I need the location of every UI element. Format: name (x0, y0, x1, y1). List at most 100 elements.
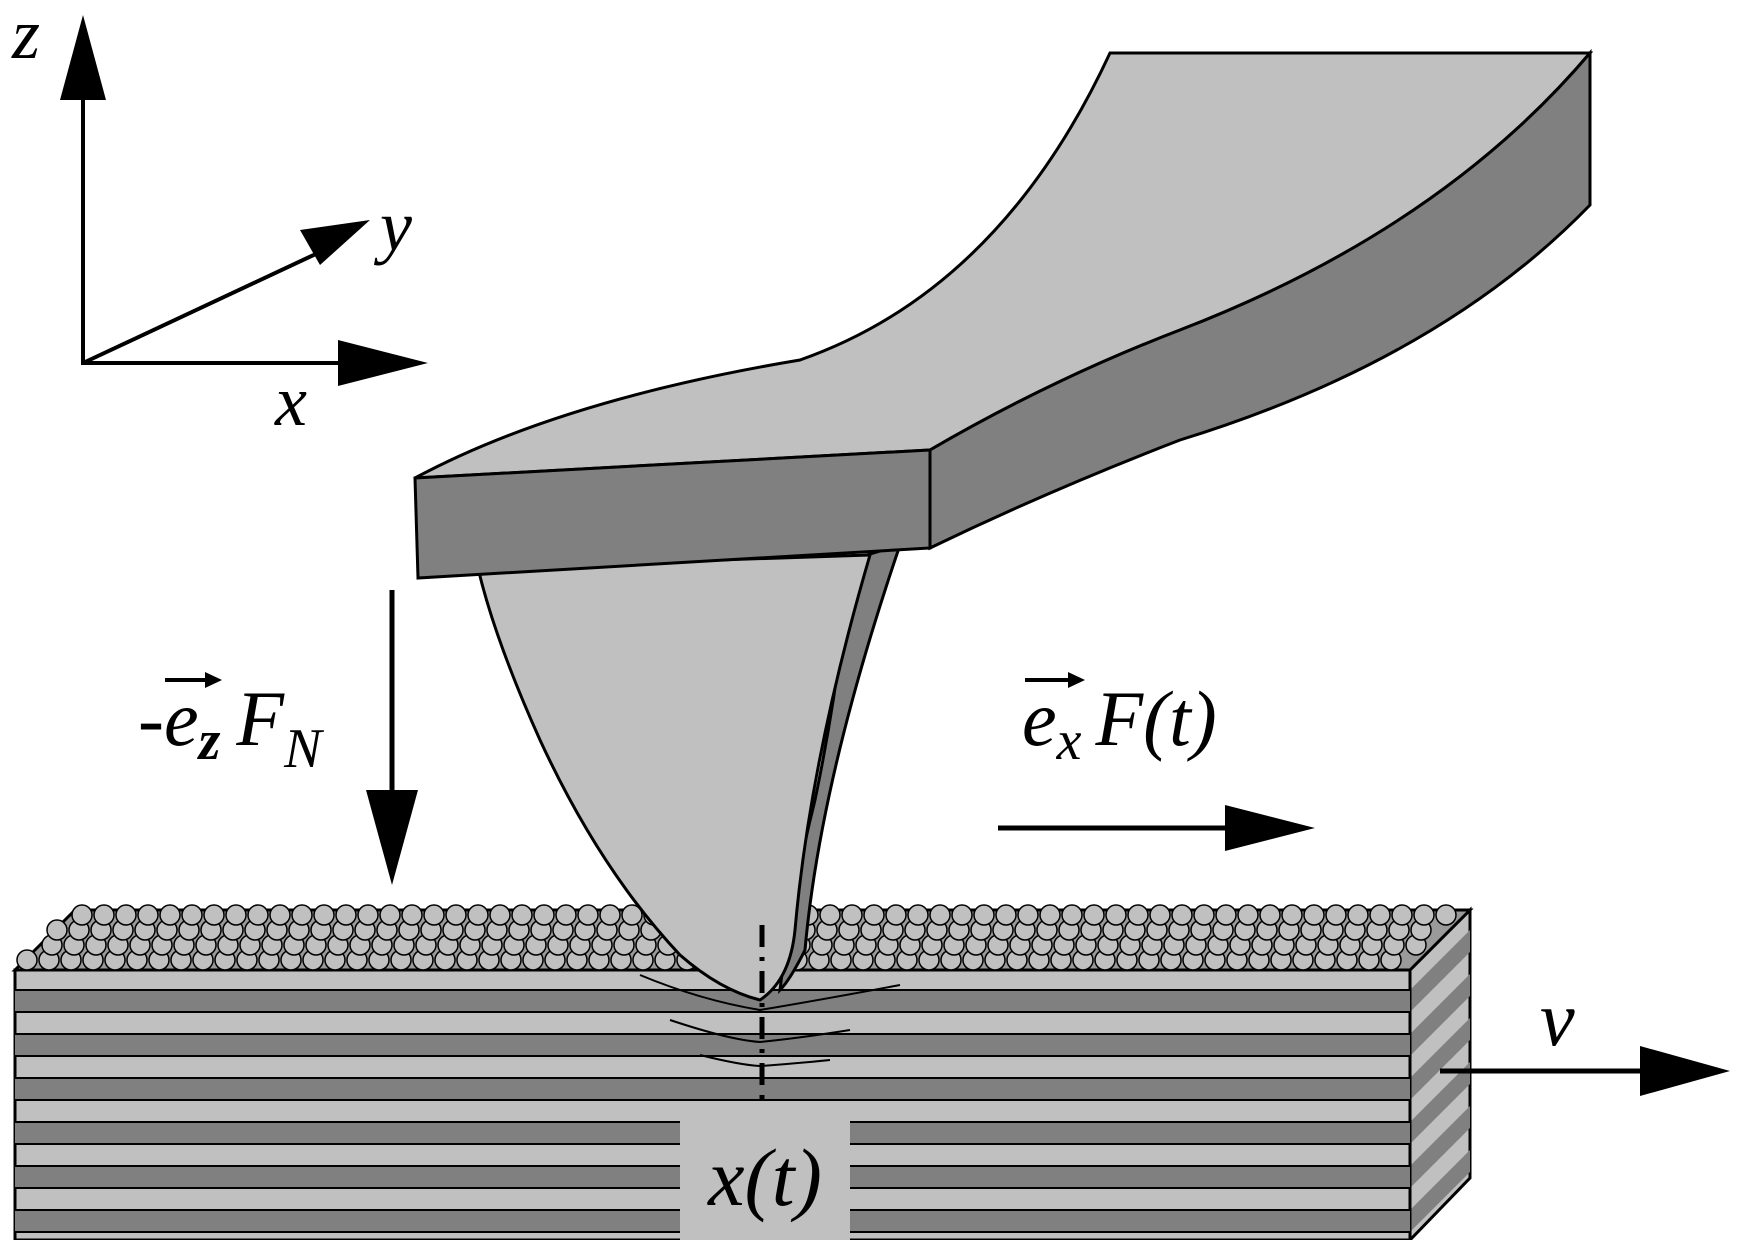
lateral-force-arrowhead (1225, 805, 1315, 851)
surface-atom (1303, 904, 1325, 926)
surface-atom (291, 904, 313, 926)
tip-front-face (476, 553, 873, 1002)
substrate-dark-layer (15, 990, 1410, 1012)
surface-atom (1061, 904, 1083, 926)
velocity-label: v (1540, 975, 1575, 1062)
normal-force-prefix: - (138, 675, 164, 762)
coordinate-axes: z y x (11, 0, 428, 441)
normal-force-vector-hook (205, 672, 222, 688)
normal-force-vector: e (164, 675, 199, 762)
surface-atom (1347, 904, 1369, 926)
surface-atom (467, 904, 489, 926)
surface-atom (489, 904, 511, 926)
surface-atom (379, 904, 401, 926)
surface-atom (313, 904, 335, 926)
substrate-side-dark-layer (1410, 1062, 1470, 1144)
substrate-side-stripes (1410, 930, 1470, 1232)
surface-atom (863, 904, 885, 926)
x-axis-label: x (274, 361, 307, 441)
position-label: x(t) (707, 1132, 822, 1223)
surface-atom (929, 904, 951, 926)
surface-atom (995, 904, 1017, 926)
surface-atom (445, 904, 467, 926)
surface-atom (511, 904, 533, 926)
afm-tip (476, 542, 903, 1002)
surface-atom (1105, 904, 1127, 926)
surface-atom (93, 904, 115, 926)
substrate-side-dark-layer (1410, 1106, 1470, 1188)
surface-atom (1127, 904, 1149, 926)
position-label-box: x(t) (680, 1105, 850, 1240)
surface-atom (1017, 904, 1039, 926)
surface-atom (1259, 904, 1281, 926)
surface-atom (1193, 904, 1215, 926)
surface-atom (115, 904, 137, 926)
surface-atom (1149, 904, 1171, 926)
surface-atom (16, 949, 38, 971)
surface-atom (1281, 904, 1303, 926)
surface-atom (203, 904, 225, 926)
surface-atom (819, 904, 841, 926)
cantilever-side-face (928, 48, 1592, 551)
surface-atom (46, 919, 68, 941)
surface-atom (423, 904, 445, 926)
lateral-force-vector: e (1022, 675, 1057, 762)
surface-atom (247, 904, 269, 926)
surface-atom (181, 904, 203, 926)
surface-atom (1083, 904, 1105, 926)
surface-atom (1325, 904, 1347, 926)
surface-atom (841, 904, 863, 926)
surface-atom (599, 904, 621, 926)
surface-atom (71, 904, 93, 926)
tip-shadow-face (778, 542, 903, 995)
z-axis-arrowhead (60, 15, 106, 100)
z-axis-label: z (11, 0, 40, 74)
substrate-side-dark-layer (1410, 1150, 1470, 1232)
normal-force-sub: N (283, 718, 324, 780)
normal-force-symbol: F (235, 675, 285, 762)
substrate-side-dark-layer (1410, 974, 1470, 1056)
lateral-force-vector-sub: x (1056, 710, 1082, 772)
surface-atom (555, 904, 577, 926)
substrate-dark-layer (15, 1034, 1410, 1056)
surface-atom (1171, 904, 1193, 926)
substrate-side-face (1408, 906, 1472, 1244)
surface-atom (973, 904, 995, 926)
surface-atom (1391, 904, 1413, 926)
y-axis-arrowhead (300, 220, 370, 265)
surface-atom (159, 904, 181, 926)
surface-atom (533, 904, 555, 926)
cantilever (413, 48, 1594, 580)
surface-atom (401, 904, 423, 926)
surface-atom (1237, 904, 1259, 926)
surface-atom (907, 904, 929, 926)
surface-atom (621, 904, 643, 926)
surface-atom (951, 904, 973, 926)
substrate-dark-layer (15, 1078, 1410, 1100)
surface-atom (1215, 904, 1237, 926)
surface-atom (137, 904, 159, 926)
lateral-force-vector-hook (1068, 672, 1085, 688)
surface-atom (1039, 904, 1061, 926)
normal-force-vector-sub: z (197, 710, 221, 772)
lateral-force-symbol: F(t) (1094, 675, 1216, 762)
y-axis-label: y (373, 186, 412, 266)
cantilever-end-face (413, 448, 932, 580)
substrate-side-dark-layer (1410, 1018, 1470, 1100)
substrate-side-dark-layer (1410, 930, 1470, 1012)
x-axis-arrowhead (338, 340, 428, 386)
velocity: v (1440, 975, 1730, 1096)
surface-atom (1413, 904, 1435, 926)
surface-atom (1369, 904, 1391, 926)
velocity-arrowhead (1640, 1046, 1730, 1096)
surface-atom (577, 904, 599, 926)
surface-atom (269, 904, 291, 926)
normal-force-arrowhead (366, 790, 418, 885)
surface-atom (357, 904, 379, 926)
